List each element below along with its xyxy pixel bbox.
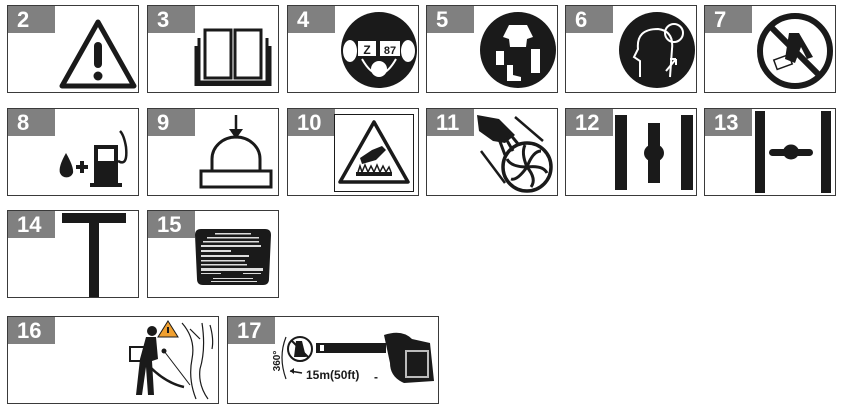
symbol-number: 3: [148, 6, 195, 33]
symbol-number: 13: [705, 109, 752, 136]
hot-surface-warning-icon: [334, 114, 414, 192]
stay-clear-of-trees-warning-icon: [126, 319, 218, 403]
read-manual-icon: [193, 24, 273, 86]
symbol-15-emission-label: 15: [147, 210, 279, 298]
symbol-3-read-manual: 3: [147, 5, 279, 93]
symbol-number: 17: [228, 317, 275, 344]
symbol-number: 8: [8, 109, 55, 136]
primer-bulb-press-icon: [198, 113, 274, 193]
tie-back-long-hair-icon: [618, 11, 696, 89]
rotating-fan-hand-hazard-icon: [475, 111, 557, 195]
symbol-6-hair: 6: [565, 5, 697, 93]
symbol-number: 5: [427, 6, 474, 33]
svg-text:-: -: [374, 370, 378, 384]
symbol-number: 6: [566, 6, 613, 33]
svg-text:Z: Z: [363, 43, 370, 57]
symbol-number: 14: [8, 211, 55, 238]
symbol-14-throttle: 14: [7, 210, 139, 298]
symbol-10-hot-surface: 10: [287, 108, 419, 196]
choke-open-icon: [613, 115, 695, 191]
no-loose-clothing-icon: [755, 11, 835, 91]
choke-closed-icon: [753, 111, 833, 193]
distance-label: 15m(50ft): [306, 368, 359, 382]
symbol-number: 9: [148, 109, 195, 136]
warning-triangle-icon: [58, 18, 138, 90]
eye-ear-breathing-protection-icon: Z 87: [340, 11, 418, 89]
symbol-11-rotating-fan: 11: [426, 108, 558, 196]
throttle-t-handle-icon: [62, 213, 128, 297]
symbol-12-choke-open: 12: [565, 108, 697, 196]
symbol-17-bystanders: 17 360° 15m(50ft) -: [227, 316, 439, 404]
symbol-number: 15: [148, 211, 195, 238]
symbol-16-trees-warning: 16: [7, 316, 219, 404]
symbol-number: 12: [566, 109, 613, 136]
symbol-8-fuel-mix: 8: [7, 108, 139, 196]
symbol-number: 10: [288, 109, 335, 136]
keep-bystanders-away-icon: 360° 15m(50ft) -: [272, 327, 438, 397]
symbol-4-protective-gear: 4 Z 87: [287, 5, 419, 93]
oil-plus-fuel-icon: [56, 127, 140, 189]
symbol-number: 16: [8, 317, 55, 344]
symbol-13-choke-closed: 13: [704, 108, 836, 196]
svg-text:360°: 360°: [272, 351, 283, 372]
protective-clothing-icon: [479, 11, 557, 89]
symbol-number: 11: [427, 109, 474, 136]
symbol-7-no-loose-clothing: 7: [704, 5, 836, 93]
symbol-5-protective-clothing: 5: [426, 5, 558, 93]
symbol-number: 7: [705, 6, 752, 33]
symbol-number: 2: [8, 6, 55, 33]
symbol-number: 4: [288, 6, 335, 33]
svg-text:87: 87: [384, 45, 396, 57]
emission-control-label-icon: [193, 227, 273, 287]
symbol-2-warning: 2: [7, 5, 139, 93]
symbol-9-primer-bulb: 9: [147, 108, 279, 196]
